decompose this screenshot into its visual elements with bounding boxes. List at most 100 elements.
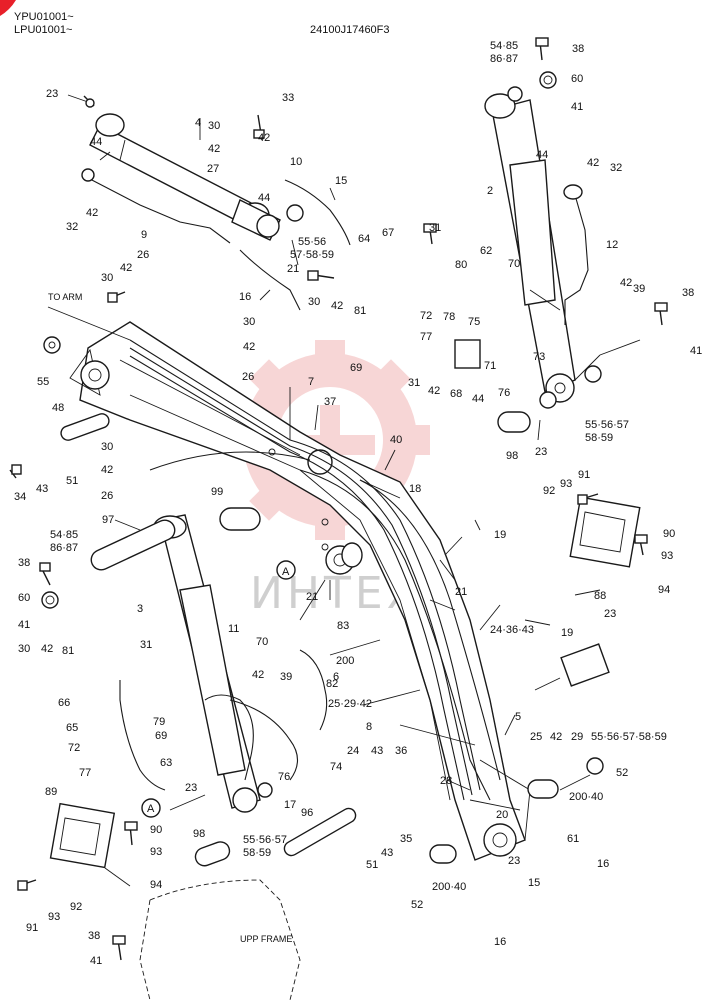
part-label-l140: 71 bbox=[484, 360, 496, 372]
part-label-l157: A bbox=[282, 566, 290, 578]
part-label-l94: 16 bbox=[494, 936, 506, 948]
part-label-l129: 81 bbox=[354, 305, 366, 317]
part-label-l64: 23 bbox=[185, 782, 197, 794]
part-label-l147: 58·59 bbox=[585, 432, 613, 444]
part-label-l17: 21 bbox=[287, 263, 299, 275]
part-label-l130: 72 bbox=[420, 310, 432, 322]
part-label-l73: 92 bbox=[70, 901, 82, 913]
callout-a-circle-upper bbox=[276, 560, 296, 580]
part-label-l58: 82 bbox=[326, 678, 338, 690]
part-label-l105: 42 bbox=[550, 731, 562, 743]
part-label-l21: 30 bbox=[101, 272, 113, 284]
part-label-l03: 33 bbox=[282, 92, 294, 104]
part-label-l102: 23 bbox=[604, 608, 616, 620]
part-label-l110: 61 bbox=[567, 833, 579, 845]
part-label-l89: 20 bbox=[496, 809, 508, 821]
left-cylinder-pipe bbox=[81, 168, 351, 311]
part-label-l133: 75 bbox=[468, 316, 480, 328]
part-label-l134: 69 bbox=[350, 362, 362, 374]
part-label-l47: 42 bbox=[41, 643, 53, 655]
part-label-l112: 86·87 bbox=[490, 53, 518, 65]
part-label-l83: 41 bbox=[90, 955, 102, 967]
part-label-l28: 48 bbox=[52, 402, 64, 414]
part-label-l33: 42 bbox=[101, 464, 113, 476]
part-label-l37: 18 bbox=[409, 483, 421, 495]
part-label-l154: 93 bbox=[661, 550, 673, 562]
part-label-l60: 39 bbox=[280, 671, 292, 683]
part-label-l111: 54·85 bbox=[490, 40, 518, 52]
part-label-l117: 42 bbox=[587, 157, 599, 169]
captions: TO ARM UPP FRAME bbox=[48, 292, 292, 944]
part-label-l156: 94 bbox=[658, 584, 670, 596]
part-label-l06: 44 bbox=[90, 136, 102, 148]
part-label-l101: 19 bbox=[561, 627, 573, 639]
part-label-l62: 74 bbox=[330, 761, 342, 773]
part-label-l36: 40 bbox=[390, 434, 402, 446]
part-label-l84: 200 bbox=[336, 655, 354, 667]
part-label-l132: 78 bbox=[443, 311, 455, 323]
part-label-l106: 29 bbox=[571, 731, 583, 743]
part-label-l54: 79 bbox=[153, 716, 165, 728]
caption-to-arm: TO ARM bbox=[48, 292, 82, 302]
arm-cylinder-hoses bbox=[119, 649, 328, 791]
part-label-l30: 43 bbox=[36, 483, 48, 495]
part-label-l91: 52 bbox=[411, 899, 423, 911]
part-label-l43: 41 bbox=[18, 619, 30, 631]
part-label-l41: 38 bbox=[18, 557, 30, 569]
part-label-l09: 27 bbox=[207, 163, 219, 175]
part-label-l31: 51 bbox=[66, 475, 78, 487]
part-label-l126: 80 bbox=[455, 259, 467, 271]
part-label-l139: 76 bbox=[498, 387, 510, 399]
part-label-l136: 42 bbox=[428, 385, 440, 397]
part-label-l44: 3 bbox=[137, 603, 143, 615]
part-label-l20: 26 bbox=[137, 249, 149, 261]
part-label-l150: 91 bbox=[578, 469, 590, 481]
part-label-l53: 77 bbox=[79, 767, 91, 779]
part-label-l26: 37 bbox=[324, 396, 336, 408]
part-label-l114: 60 bbox=[571, 73, 583, 85]
part-label-l142: 42 bbox=[620, 277, 632, 289]
boom-cylinder-right bbox=[484, 93, 576, 403]
part-label-l104: 25 bbox=[530, 731, 542, 743]
upper-frame bbox=[139, 879, 301, 1000]
part-label-l35: 99 bbox=[211, 486, 223, 498]
part-label-l40: 86·87 bbox=[50, 542, 78, 554]
part-label-l145: 41 bbox=[690, 345, 702, 357]
part-label-l14: 9 bbox=[141, 229, 147, 241]
drawing-number: 24100J17460F3 bbox=[310, 24, 390, 36]
part-label-l13: 42 bbox=[86, 207, 98, 219]
part-label-l59: 42 bbox=[252, 669, 264, 681]
part-label-l76: 24 bbox=[347, 745, 359, 757]
part-label-l66: 58·59 bbox=[243, 847, 271, 859]
part-label-l86: 25·29·42 bbox=[328, 698, 372, 710]
pins-and-parts bbox=[60, 411, 610, 867]
part-label-l85: 6 bbox=[333, 671, 339, 683]
part-label-l121: 31 bbox=[429, 222, 441, 234]
part-label-l01: 23 bbox=[46, 88, 58, 100]
part-label-l12: 32 bbox=[66, 221, 78, 233]
part-label-l109: 200·40 bbox=[569, 791, 603, 803]
part-label-l56: 63 bbox=[160, 757, 172, 769]
part-label-l120: 12 bbox=[606, 239, 618, 251]
part-label-l92: 200·40 bbox=[432, 881, 466, 893]
part-label-l100: 24·36·43 bbox=[490, 624, 534, 636]
part-label-l25: 7 bbox=[308, 376, 314, 388]
part-label-l15: 55·56 bbox=[298, 236, 326, 248]
leader-lines bbox=[47, 94, 641, 887]
part-label-l38: 97 bbox=[102, 514, 114, 526]
part-label-l52: 72 bbox=[68, 742, 80, 754]
part-label-l24: 26 bbox=[242, 371, 254, 383]
part-label-l18: 16 bbox=[239, 291, 251, 303]
part-label-l131: 77 bbox=[420, 331, 432, 343]
part-label-l107: 55·56·57·58·59 bbox=[591, 731, 667, 743]
part-label-l98: 21 bbox=[455, 586, 467, 598]
valve-blocks bbox=[49, 339, 641, 869]
boom-hose-bundle bbox=[129, 339, 501, 801]
part-label-l57: 70 bbox=[256, 636, 268, 648]
corner-badge bbox=[0, 0, 16, 16]
part-label-l29: 34 bbox=[14, 491, 26, 503]
part-label-l95: 16 bbox=[597, 858, 609, 870]
part-label-l144: 38 bbox=[682, 287, 694, 299]
part-label-l16: 57·58·59 bbox=[290, 249, 334, 261]
